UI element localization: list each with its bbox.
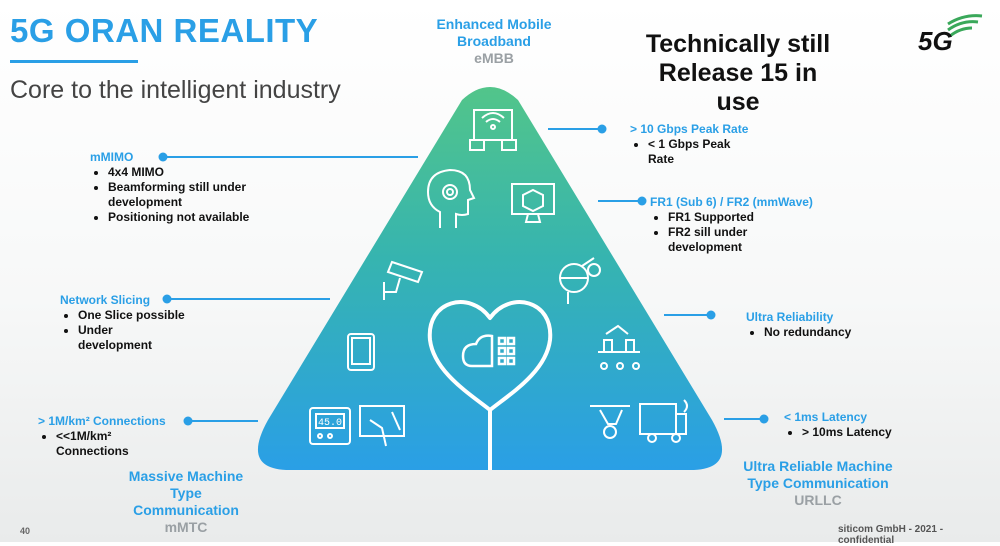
connector-dot — [162, 294, 172, 304]
feature-bullet: < 1 Gbps Peak Rate — [648, 137, 743, 167]
feature-frequency-range: FR1 (Sub 6) / FR2 (mmWave) FR1 Supported… — [650, 195, 850, 255]
feature-title: mMIMO — [90, 150, 134, 164]
corner-name-line: Enhanced Mobile — [436, 16, 552, 32]
corner-name-line: Type — [170, 485, 202, 501]
feature-bullet: No redundancy — [764, 325, 896, 340]
security-camera-icon — [383, 260, 424, 300]
footer-copyright: siticom GmbH - 2021 - confidential — [838, 524, 944, 546]
feature-bullet: FR1 Supported — [668, 210, 850, 225]
corner-abbr: eMBB — [474, 50, 514, 66]
connector-dot — [637, 196, 647, 206]
feature-bullet: FR2 sill under development — [668, 225, 768, 255]
corner-abbr: mMTC — [164, 519, 208, 535]
autonomous-truck-icon — [639, 399, 688, 443]
smart-meter-icon — [309, 407, 351, 445]
feature-bullet: <<1M/km² Connections — [56, 429, 136, 459]
release-note-line: use — [716, 88, 760, 116]
feature-title: < 1ms Latency — [784, 410, 868, 424]
heart-icon — [427, 300, 553, 470]
3d-monitor-icon — [511, 183, 555, 223]
corner-name-line: Broadband — [457, 33, 531, 49]
drone-icon — [590, 405, 630, 439]
release-note-line: Release 15 in — [658, 59, 818, 87]
ai-head-icon — [426, 168, 476, 228]
hand-device-icon — [359, 405, 405, 447]
corner-name-line: Ultra Reliable Machine — [743, 458, 893, 474]
page-number: 40 — [20, 526, 31, 536]
connector-dot — [706, 310, 716, 320]
feature-network-slicing: Network Slicing One Slice possible Under… — [60, 293, 210, 353]
connector-dot — [759, 414, 769, 424]
robot-arm-assembly-icon — [598, 324, 640, 370]
corner-name-line: Communication — [133, 502, 239, 518]
corner-urllc: Ultra Reliable Machine Type Communicatio… — [720, 458, 916, 509]
feature-title: FR1 (Sub 6) / FR2 (mmWave) — [650, 195, 813, 209]
corner-embb: Enhanced Mobile Broadband eMBB — [414, 16, 574, 67]
feature-latency: < 1ms Latency > 10ms Latency — [784, 410, 934, 440]
slide-title: 5G ORAN REALITY — [10, 12, 319, 49]
feature-title: > 1M/km² Connections — [38, 414, 166, 428]
feature-bullet: Beamforming still under development — [108, 180, 290, 210]
pyramid-shape — [257, 87, 723, 470]
release-note: Technically still Release 15 in use — [612, 30, 864, 117]
logo-text: 5G — [918, 26, 953, 56]
corner-abbr: URLLC — [794, 492, 842, 508]
tablet-icon — [347, 333, 375, 371]
meter-reading: 45.0 — [318, 418, 342, 429]
feature-bullet: Under development — [78, 323, 158, 353]
feature-bullet: 4x4 MIMO — [108, 165, 290, 180]
title-underline — [10, 60, 138, 63]
slide-subtitle: Core to the intelligent industry — [10, 76, 341, 104]
signal-arcs-icon — [947, 14, 983, 38]
connector-dot — [158, 152, 168, 162]
feature-bullet: > 10ms Latency — [802, 425, 934, 440]
feature-bullet: Positioning not available — [108, 210, 290, 225]
connector-dot — [597, 124, 607, 134]
5g-logo: 5G — [918, 12, 988, 56]
connector-lines — [163, 128, 764, 422]
feature-bullet: One Slice possible — [78, 308, 210, 323]
cloud-chip-icon — [461, 334, 516, 368]
feature-mmimo: mMIMO 4x4 MIMO Beamforming still under d… — [90, 150, 290, 225]
feature-title: Network Slicing — [60, 293, 151, 307]
feature-title: > 10 Gbps Peak Rate — [630, 122, 749, 136]
feature-peak-rate: > 10 Gbps Peak Rate < 1 Gbps Peak Rate — [630, 122, 770, 167]
corner-mmtc: Massive Machine Type Communication mMTC — [104, 468, 268, 536]
feature-ultra-reliability: Ultra Reliability No redundancy — [746, 310, 896, 340]
robot-head-icon — [559, 257, 601, 304]
release-note-line: Technically still — [645, 30, 831, 58]
corner-name-line: Massive Machine — [128, 468, 244, 484]
corner-name-line: Type Communication — [747, 475, 889, 491]
feature-connections: > 1M/km² Connections <<1M/km² Connection… — [38, 414, 188, 459]
feature-title: Ultra Reliability — [746, 310, 834, 324]
network-hub-icon — [469, 109, 517, 151]
connector-dot — [183, 416, 193, 426]
